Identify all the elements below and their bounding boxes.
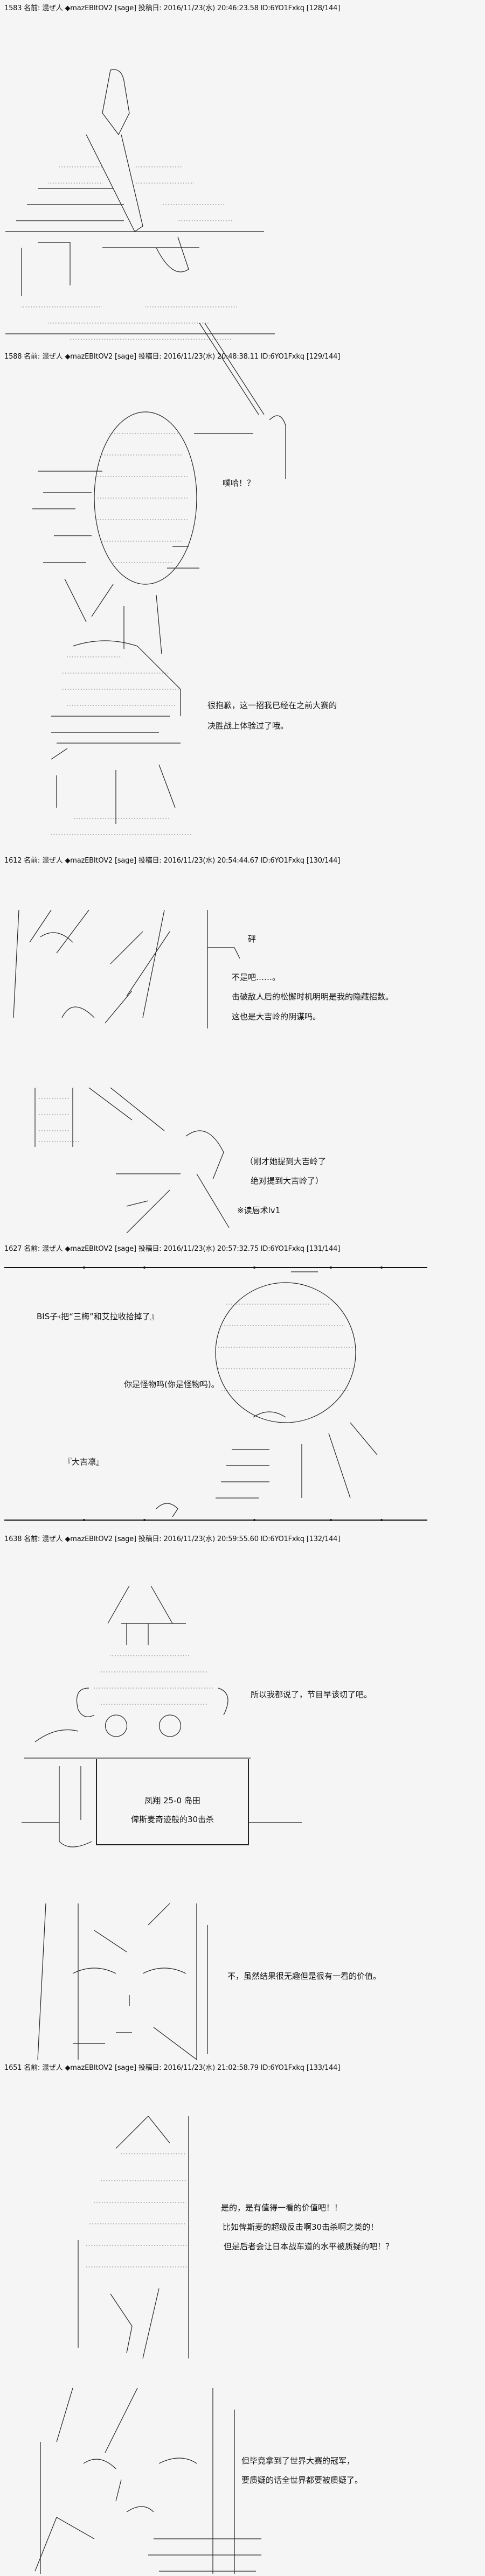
post-count: [131/144] bbox=[306, 1245, 341, 1253]
post-date: 2016/11/23(水) 20:54:44.67 bbox=[163, 857, 259, 865]
aa-illustration-character-shocked bbox=[32, 401, 253, 660]
sfx-text: 砰 bbox=[248, 934, 257, 944]
aa-illustration-explosion bbox=[8, 909, 240, 1028]
trip-code: ◆mazEBItOV2 bbox=[65, 353, 113, 361]
name-label: 名前: bbox=[24, 1245, 40, 1253]
post-count: [129/144] bbox=[306, 353, 341, 361]
dialogue-line: 决胜战上体验过了哦。 bbox=[207, 721, 289, 731]
dialogue-line: 这也是大吉岭的阴谋吗。 bbox=[232, 1012, 321, 1021]
dialogue-line: 但是后者会让日本战车道的水平被质疑的吧！？ bbox=[224, 2242, 394, 2251]
post-date: 2016/11/23(水) 20:57:32.75 bbox=[163, 1245, 259, 1253]
dialogue-line: （刚才她提到大吉岭了 bbox=[245, 1157, 327, 1166]
mail-field: [sage] bbox=[114, 1535, 136, 1543]
post-date: 2016/11/23(水) 20:46:23.58 bbox=[163, 4, 259, 12]
mail-field: [sage] bbox=[114, 4, 136, 12]
dialogue-line: 但毕竟拿到了世界大赛的冠军， bbox=[241, 2456, 355, 2466]
name-label: 名前: bbox=[24, 1535, 40, 1543]
aa-illustration-character-holding-sign bbox=[24, 1580, 251, 1759]
dialogue-line: 要质疑的话全世界都要被质疑了。 bbox=[241, 2475, 363, 2485]
aa-illustration-character-hand-on-chest bbox=[30, 2388, 267, 2574]
post-count: [133/144] bbox=[306, 2064, 341, 2072]
post-number: 1627 bbox=[4, 1245, 22, 1253]
sign-score-text: 凤翔 25-0 岛田 bbox=[144, 1796, 200, 1805]
aa-illustration-sliding-figure bbox=[5, 69, 302, 479]
mail-field: [sage] bbox=[114, 1245, 136, 1253]
dialogue-line: 比如俾斯麦的超级反击啊30击杀啊之类的！ bbox=[223, 2222, 379, 2232]
date-label: 投稿日: bbox=[138, 353, 162, 361]
poster-id[interactable]: ID:6YO1Fxkq bbox=[260, 1535, 304, 1543]
trip-code: ◆mazEBItOV2 bbox=[65, 4, 113, 12]
dialogue-line: 击破敌人后的松懈时机明明是我的隐藏招数。 bbox=[232, 992, 394, 1002]
aa-illustration-whispering-characters bbox=[34, 1087, 245, 1234]
date-label: 投稿日: bbox=[138, 857, 162, 865]
poster-id[interactable]: ID:6YO1Fxkq bbox=[260, 4, 304, 12]
post-number: 1583 bbox=[4, 4, 22, 12]
post-count: [132/144] bbox=[306, 1535, 341, 1543]
score-sign: 凤翔 25-0 岛田 俾斯麦奇迹般的30击杀 bbox=[96, 1759, 249, 1845]
poster-id[interactable]: ID:6YO1Fxkq bbox=[260, 2064, 304, 2072]
aa-illustration-character-tank bbox=[51, 635, 213, 845]
mail-field: [sage] bbox=[114, 2064, 136, 2072]
poster-id[interactable]: ID:6YO1Fxkq bbox=[260, 857, 304, 865]
name-label: 名前: bbox=[24, 857, 40, 865]
dialogue-line: 所以我都说了，节目早该切了吧。 bbox=[251, 1690, 372, 1699]
poster-name: 混ぜ人 bbox=[42, 4, 63, 12]
dialogue-line: 很抱歉，这一招我已经在之前大赛的 bbox=[207, 701, 337, 710]
post-date: 2016/11/23(水) 21:02:58.79 bbox=[163, 2064, 259, 2072]
dialogue-line: BIS子‹把“三梅”和艾拉收拾掉了』 bbox=[37, 1312, 158, 1321]
aa-illustration-darjeeling bbox=[156, 1271, 383, 1517]
sfx-text: 噗哈！？ bbox=[223, 478, 255, 488]
mail-field: [sage] bbox=[114, 353, 136, 361]
date-label: 投稿日: bbox=[138, 1535, 162, 1543]
post-number: 1588 bbox=[4, 353, 22, 361]
dialogue-line: 不，虽然结果很无趣但是很有一看的价值。 bbox=[227, 1971, 382, 1981]
poster-id[interactable]: ID:6YO1Fxkq bbox=[260, 353, 304, 361]
post-number: 1638 bbox=[4, 1535, 22, 1543]
note-text: ※读唇术lv1 bbox=[237, 1206, 281, 1215]
dialogue-line: 绝对提到大吉岭了） bbox=[251, 1176, 324, 1186]
date-label: 投稿日: bbox=[138, 1245, 162, 1253]
post-count: [130/144] bbox=[306, 857, 341, 865]
mail-field: [sage] bbox=[114, 857, 136, 865]
poster-name: 混ぜ人 bbox=[42, 353, 63, 361]
poster-name: 混ぜ人 bbox=[42, 857, 63, 865]
poster-name: 混ぜ人 bbox=[42, 1245, 63, 1253]
trip-code: ◆mazEBItOV2 bbox=[65, 857, 113, 865]
aa-illustration-sign-arms bbox=[22, 1766, 302, 1847]
trip-code: ◆mazEBItOV2 bbox=[65, 2064, 113, 2072]
poster-name: 混ぜ人 bbox=[42, 2064, 63, 2072]
aa-illustration-character-face bbox=[35, 1903, 240, 2060]
poster-name: 混ぜ人 bbox=[42, 1535, 63, 1543]
section-divider bbox=[4, 1266, 427, 1269]
trip-code: ◆mazEBItOV2 bbox=[65, 1535, 113, 1543]
date-label: 投稿日: bbox=[138, 2064, 162, 2072]
section-divider bbox=[4, 1519, 427, 1521]
poster-id[interactable]: ID:6YO1Fxkq bbox=[260, 1245, 304, 1253]
name-label: 名前: bbox=[24, 353, 40, 361]
name-label: 名前: bbox=[24, 2064, 40, 2072]
dialogue-line: 你是怪物吗(你是怪物吗)。 bbox=[124, 1380, 219, 1389]
post-date: 2016/11/23(水) 20:59:55.60 bbox=[163, 1535, 259, 1543]
sign-caption-text: 俾斯麦奇迹般的30击杀 bbox=[130, 1815, 214, 1824]
post-date: 2016/11/23(水) 20:48:38.11 bbox=[163, 353, 259, 361]
caption-text: 『大吉凛』 bbox=[64, 1457, 105, 1467]
date-label: 投稿日: bbox=[138, 4, 162, 12]
post-number: 1651 bbox=[4, 2064, 22, 2072]
dialogue-line: 是的，是有值得一看的价值吧！！ bbox=[221, 2203, 343, 2213]
dialogue-line: 不是吧……。 bbox=[232, 972, 281, 982]
name-label: 名前: bbox=[24, 4, 40, 12]
post-count: [128/144] bbox=[306, 4, 341, 12]
trip-code: ◆mazEBItOV2 bbox=[65, 1245, 113, 1253]
aa-illustration-character-explaining bbox=[78, 2116, 199, 2359]
post-number: 1612 bbox=[4, 857, 22, 865]
